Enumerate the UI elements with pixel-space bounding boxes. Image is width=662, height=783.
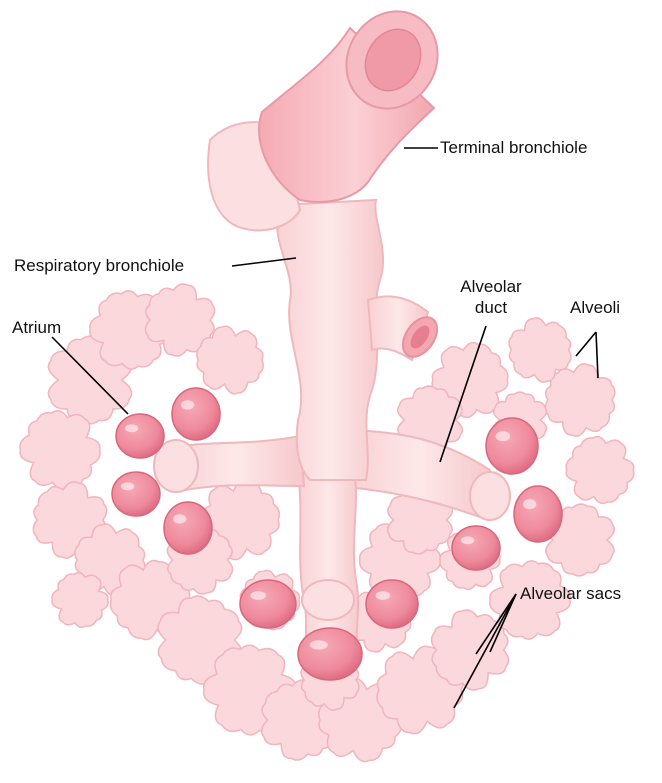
sac-highlight — [310, 640, 328, 649]
sac-highlight — [173, 514, 186, 523]
alveolar-sac-lobe — [172, 388, 220, 440]
alveolar-cluster — [20, 411, 100, 489]
sac-highlight — [461, 536, 474, 544]
label-atrium: Atrium — [12, 318, 61, 338]
alveolar-sac-lobe — [164, 502, 212, 554]
label-alveolar-duct-line2: duct — [456, 298, 526, 318]
atrium-hub-right — [470, 472, 510, 520]
sac-highlight — [496, 431, 511, 441]
alveolar-sac-lobe — [112, 472, 160, 516]
alveolar-sac-lobe — [452, 526, 500, 570]
alveolar-sac-lobe — [240, 580, 296, 628]
alveolar-sac-lobe — [366, 580, 418, 628]
label-terminal-bronchiole: Terminal bronchiole — [440, 138, 587, 158]
leader-alveoli-a — [576, 332, 596, 356]
label-alveolar-sacs: Alveolar sacs — [520, 584, 621, 604]
sac-highlight — [250, 591, 266, 600]
alveolar-sac-lobe — [514, 486, 562, 542]
label-respiratory-bronchiole: Respiratory bronchiole — [14, 256, 184, 276]
sac-highlight — [125, 424, 138, 432]
alveolar-sac-lobe — [298, 628, 362, 680]
sac-highlight — [523, 499, 536, 509]
alveolar-cluster — [566, 437, 634, 504]
sac-highlight — [181, 400, 194, 409]
label-alveoli: Alveoli — [570, 298, 620, 318]
alveolar-cluster — [52, 573, 108, 628]
alveolar-sac-lobe — [116, 414, 164, 458]
label-alveolar-duct-line1: Alveolar — [456, 277, 526, 297]
atrium-hub-bottom — [302, 580, 354, 620]
alveolar-sac-lobe — [486, 418, 538, 474]
sac-highlight — [121, 482, 134, 490]
sac-highlight — [376, 591, 391, 600]
alveolar-cluster — [545, 364, 615, 436]
